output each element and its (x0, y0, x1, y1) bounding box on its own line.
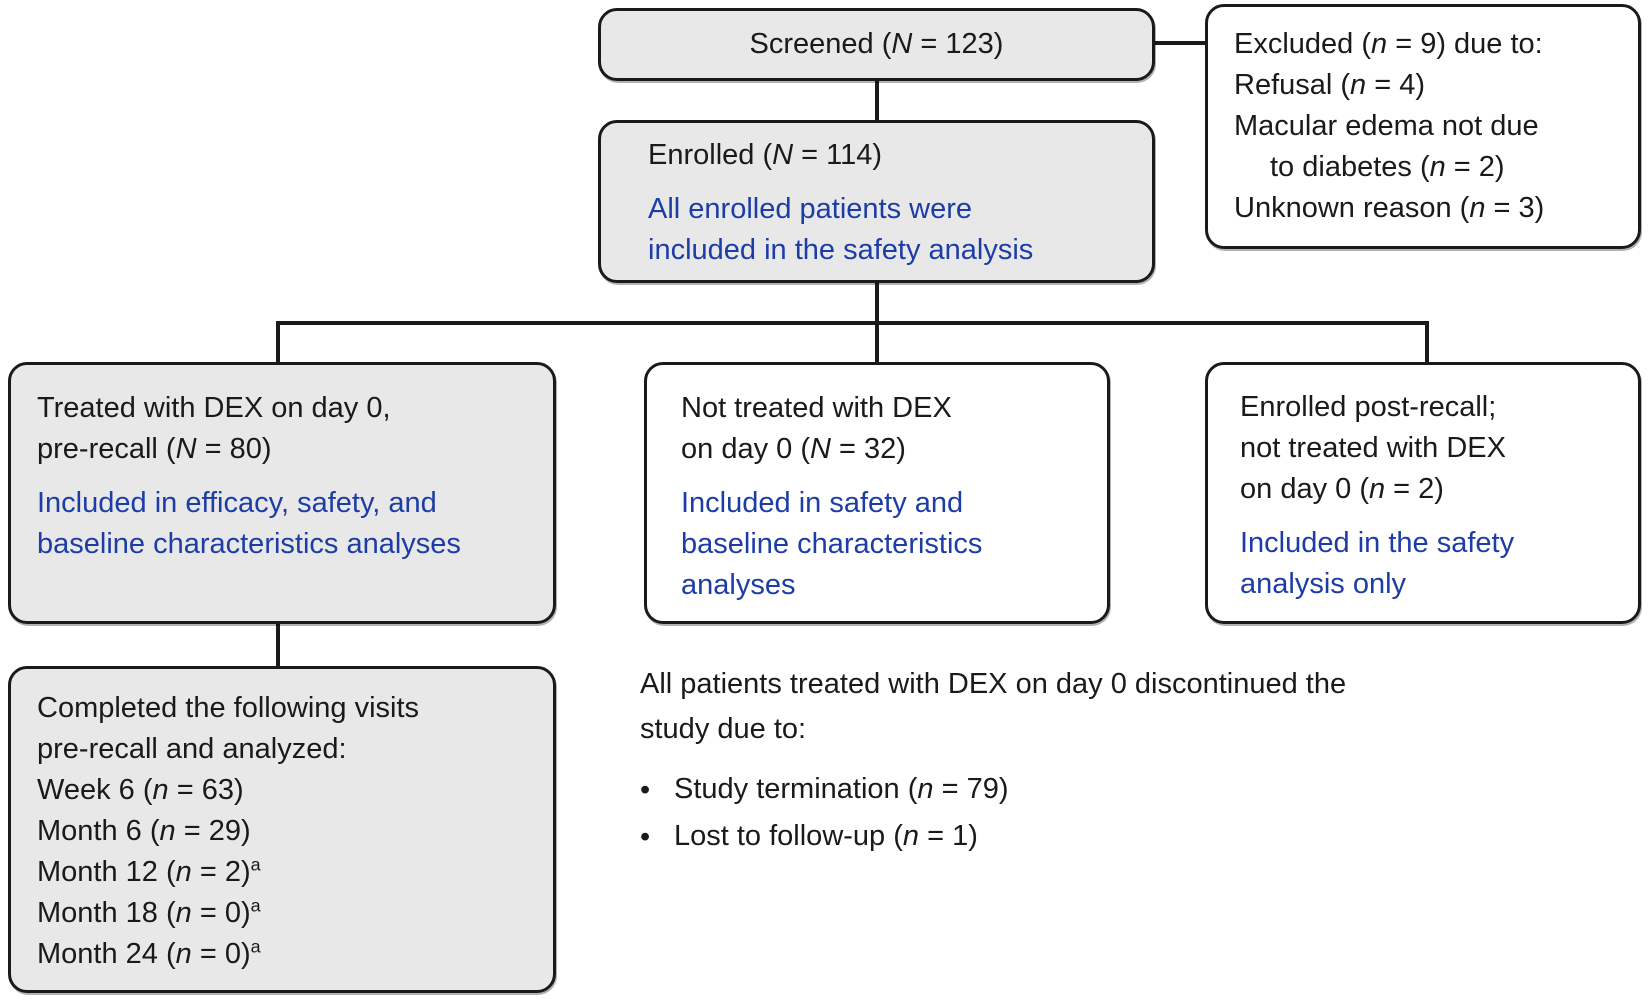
post-recall-note-line: Included in the safety (1240, 527, 1515, 559)
bullet-text: Study termination (n = 79) (674, 773, 1009, 805)
excluded-box: Excluded (n = 9) due to: Refusal (n = 4)… (1205, 4, 1641, 249)
connector-screened-to-excluded (1152, 41, 1208, 45)
not-treated-title-line: on day 0 (N = 32) (681, 433, 906, 465)
connector-screened-to-enrolled (875, 79, 879, 122)
excluded-line: Refusal (n = 4) (1234, 69, 1426, 101)
treated-note-line: baseline characteristics analyses (37, 528, 461, 560)
post-recall-title-line: not treated with DEX (1240, 432, 1506, 464)
completed-line: Week 6 (n = 63) (37, 774, 244, 806)
bullet-item: • Study termination (n = 79) (640, 767, 1530, 814)
connector-branch-to-treated (276, 321, 280, 365)
discontinued-note-line: study due to: (640, 713, 807, 745)
completed-line: pre-recall and analyzed: (37, 733, 347, 765)
enrolled-note-line: included in the safety analysis (648, 234, 1034, 266)
excluded-line: Macular edema not due (1234, 110, 1539, 142)
treated-box: Treated with DEX on day 0, pre-recall (N… (8, 362, 556, 624)
spacer (1240, 510, 1638, 523)
spacer (681, 470, 1107, 483)
treated-title-line: pre-recall (N = 80) (37, 433, 272, 465)
not-treated-note-line: analyses (681, 569, 796, 601)
connector-branch-horizontal (276, 321, 1429, 325)
completed-line: Month 12 (n = 2)a (37, 854, 261, 888)
post-recall-box: Enrolled post-recall; not treated with D… (1205, 362, 1641, 624)
not-treated-note-line: baseline characteristics (681, 528, 983, 560)
discontinued-note: All patients treated with DEX on day 0 d… (640, 662, 1530, 861)
discontinued-note-line: All patients treated with DEX on day 0 d… (640, 668, 1347, 700)
post-recall-note-line: analysis only (1240, 568, 1407, 600)
completed-line: Month 6 (n = 29) (37, 815, 251, 847)
enrolled-note-line: All enrolled patients were (648, 193, 973, 225)
bullet-icon: • (640, 774, 651, 806)
excluded-line: to diabetes (n = 2) (1270, 151, 1505, 183)
connector-treated-to-completed (276, 621, 280, 669)
not-treated-title-line: Not treated with DEX (681, 392, 952, 424)
post-recall-title-line: on day 0 (n = 2) (1240, 473, 1444, 505)
bullet-icon: • (640, 821, 651, 853)
connector-branch-to-post-recall (1425, 321, 1429, 365)
spacer (648, 176, 1152, 189)
post-recall-title-line: Enrolled post-recall; (1240, 391, 1497, 423)
not-treated-note-line: Included in safety and (681, 487, 964, 519)
bullet-item: • Lost to follow-up (n = 1) (640, 814, 1530, 861)
excluded-line: Excluded (n = 9) due to: (1234, 28, 1543, 60)
not-treated-box: Not treated with DEX on day 0 (N = 32) I… (644, 362, 1110, 624)
excluded-line: Unknown reason (n = 3) (1234, 192, 1545, 224)
treated-note-line: Included in efficacy, safety, and (37, 487, 437, 519)
bullet-text: Lost to follow-up (n = 1) (674, 820, 978, 852)
screened-box: Screened (N = 123) (598, 8, 1155, 81)
treated-title-line: Treated with DEX on day 0, (37, 392, 391, 424)
completed-line: Completed the following visits (37, 692, 420, 724)
completed-line: Month 24 (n = 0)a (37, 936, 261, 970)
completed-line: Month 18 (n = 0)a (37, 895, 261, 929)
spacer (37, 470, 553, 483)
completed-box: Completed the following visits pre-recal… (8, 666, 556, 993)
discontinued-bullet-list: • Study termination (n = 79) • Lost to f… (640, 767, 1530, 861)
screened-label: Screened (N = 123) (749, 28, 1004, 60)
enrolled-box: Enrolled (N = 114) All enrolled patients… (598, 120, 1155, 283)
enrolled-title: Enrolled (N = 114) (648, 139, 883, 171)
